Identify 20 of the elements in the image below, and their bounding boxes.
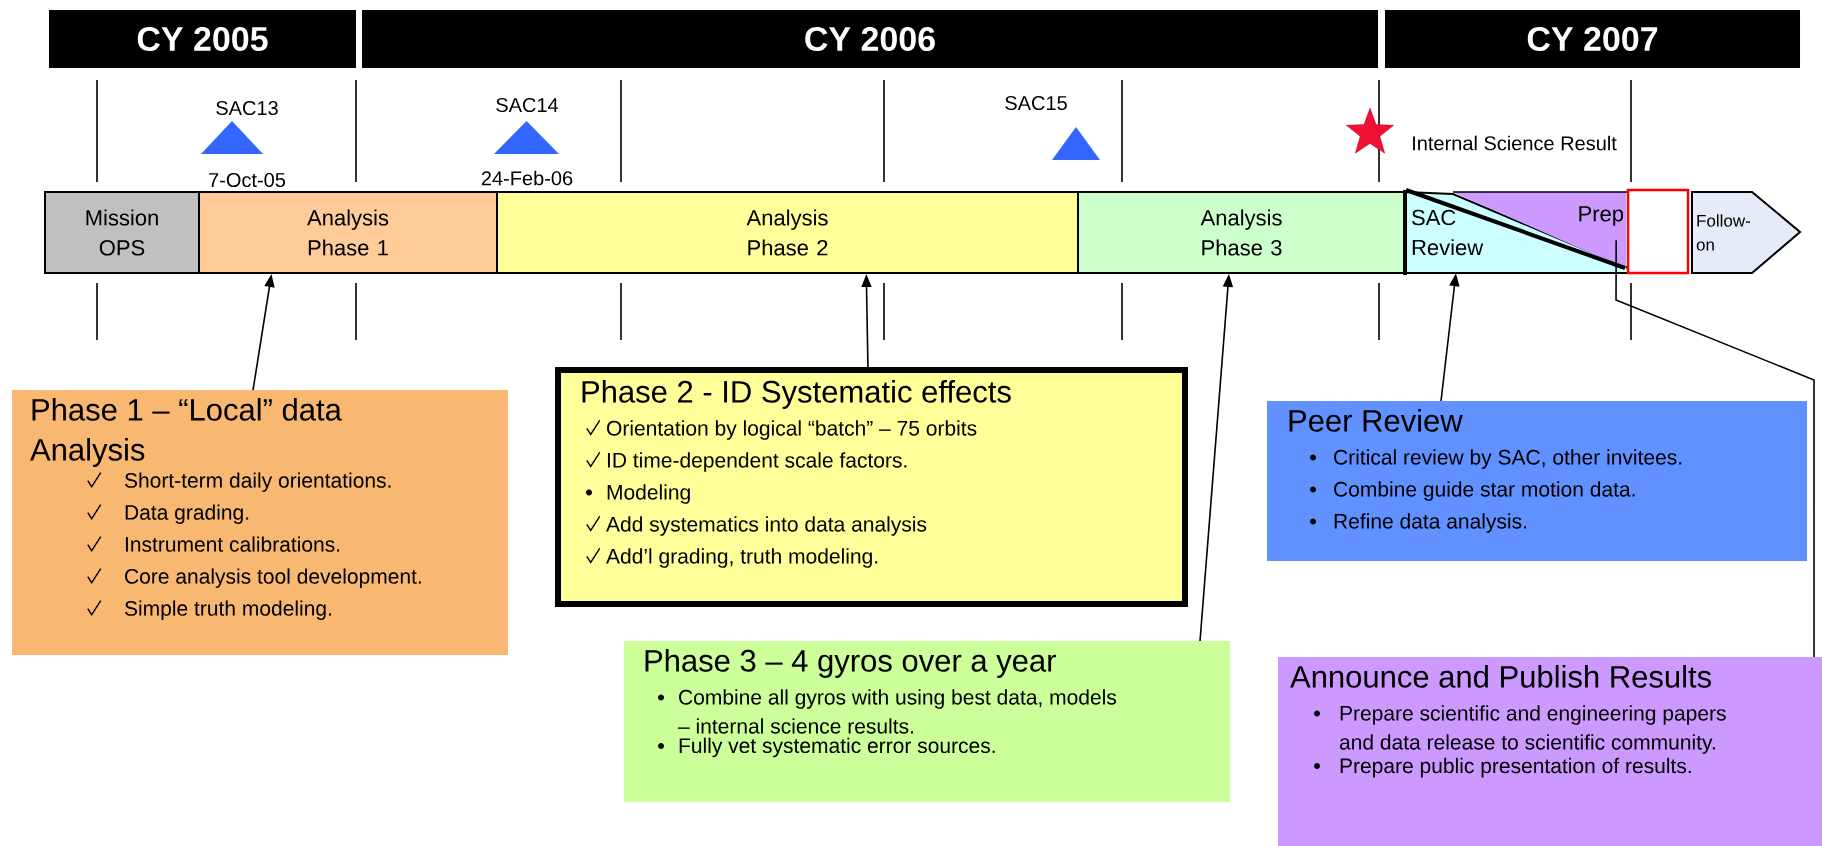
phase-bar: Analysis Phase 3 <box>1077 191 1406 274</box>
phase-bar: Analysis Phase 1 <box>198 191 498 274</box>
callout-box: Phase 2 - ID Systematic effects Orientation by logical “batch” – 75 orbits ID time-dependent scale factors. Modeling Add systematics into data analysis Add’l grading, truth modeling. <box>555 367 1188 607</box>
year-header: CY 2005 <box>49 10 356 68</box>
year-header: CY 2007 <box>1385 10 1800 68</box>
callout-box: Phase 3 – 4 gyros over a year Combine all gyros with using best data, models – internal science results. Fully vet systematic error sources. <box>624 641 1230 802</box>
milestone-label: 7-Oct-05 <box>209 172 286 188</box>
callout-box: Announce and Publish Results Prepare scientific and engineering papers and data release to scientific community. Prepare public presentation of results. <box>1278 657 1822 846</box>
arrow-shaped-box: Follow-on <box>1691 191 1802 274</box>
milestone-label: 24-Feb-06 <box>481 170 573 186</box>
milestone-label: SAC13 <box>216 100 278 116</box>
year-header: CY 2006 <box>362 10 1378 68</box>
phase-bar: Mission OPS <box>44 191 200 274</box>
callout-box: Peer Review Critical review by SAC, other invitees. Combine guide star motion data. Refine data analysis. <box>1267 401 1808 561</box>
milestone-label: SAC14 <box>496 97 559 113</box>
phase-bar: Analysis Phase 2 <box>496 191 1079 274</box>
milestone-label: SAC15 <box>1005 95 1067 111</box>
milestone-label: Internal Science Result <box>1413 135 1617 151</box>
callout-box: Phase 1 – “Local” data Analysis Short-term daily orientations. Data grading. Instrument calibrations. Core analysis tool development. Simple truth modeling. <box>12 390 508 655</box>
highlight-box <box>1626 188 1690 275</box>
